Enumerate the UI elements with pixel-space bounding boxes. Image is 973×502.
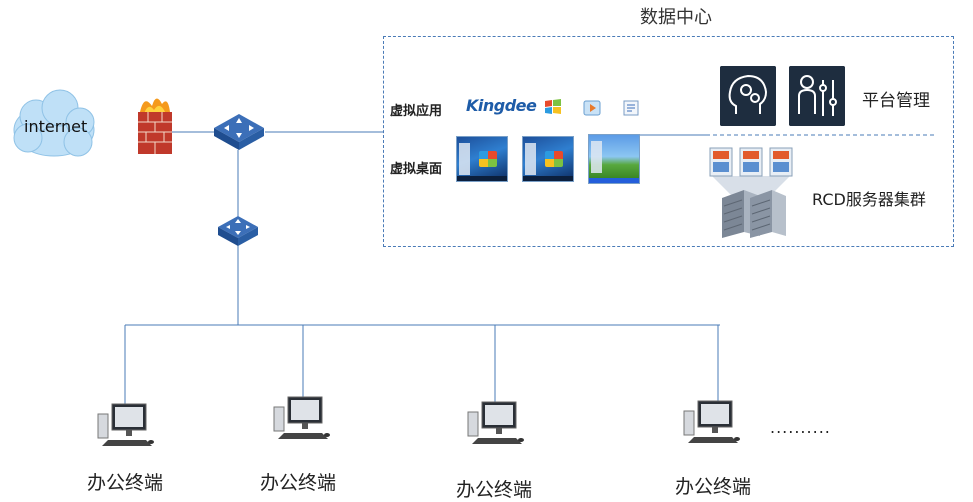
datacenter-box [383,36,954,247]
terminal-label: 办公终端 [87,472,164,494]
terminal-label: 办公终端 [260,472,337,494]
internet-label: internet [24,117,88,136]
terminal-label: 办公终端 [675,476,752,498]
office-app-icon [545,99,561,114]
person-settings-icon [789,66,845,126]
virtual-apps-label: 虚拟应用 [390,104,443,119]
cloud-icon [13,89,95,157]
rcd-cluster-label: RCD服务器集群 [812,190,926,209]
desktop-computer-icon [273,396,330,439]
kingdee-logo: Kingdee [466,96,537,115]
access-switch-icon [218,216,258,246]
desktop-computer-icon [467,401,524,444]
document-app-icon [623,100,639,116]
desktop-computer-icon [97,403,154,446]
virtual-desktops-label: 虚拟桌面 [390,162,443,177]
server-cluster-icon [709,147,793,238]
virtual-desktop-win7-2 [522,136,574,182]
brain-gear-icon [720,66,776,126]
virtual-desktop-win7-1 [456,136,508,182]
core-switch-icon [214,114,264,150]
platform-management-label: 平台管理 [862,91,930,111]
virtual-desktop-xp [588,134,640,184]
more-terminals-ellipsis: .......... [770,418,831,437]
datacenter-title: 数据中心 [640,7,712,28]
firewall-icon [138,98,172,154]
desktop-computer-icon [683,400,740,443]
media-app-icon [583,100,601,116]
terminal-label: 办公终端 [456,479,533,501]
